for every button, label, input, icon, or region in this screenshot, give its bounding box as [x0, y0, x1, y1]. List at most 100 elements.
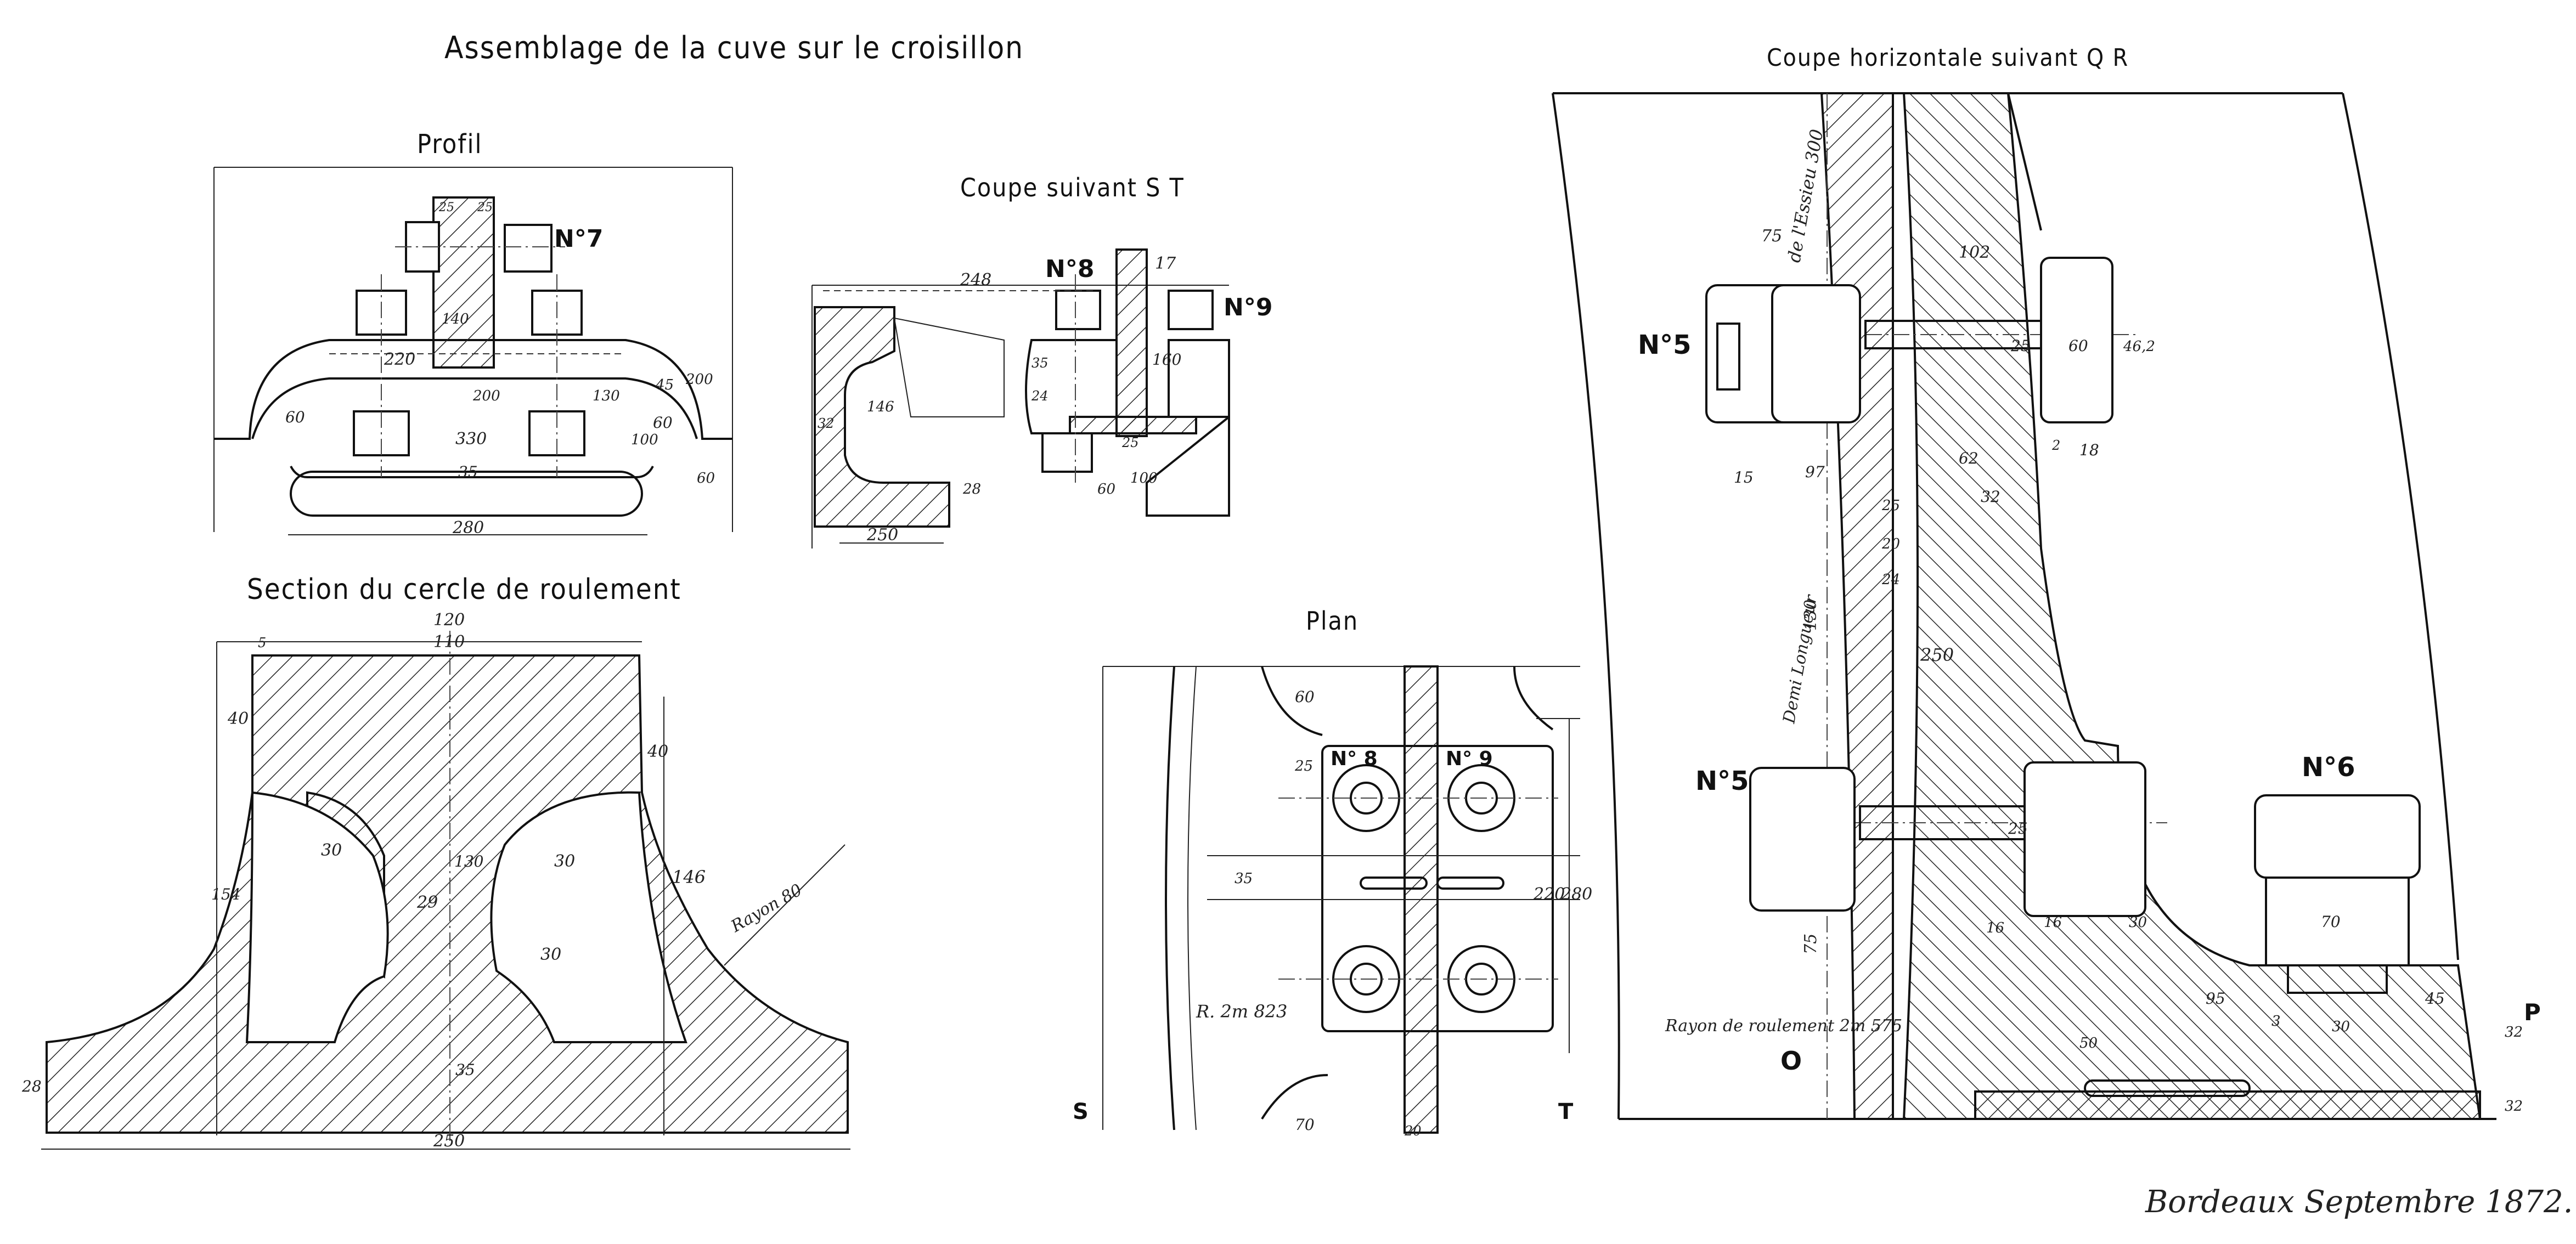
- main-title: Assemblage de la cuve sur le croisillon: [444, 30, 1024, 66]
- qr-dim: 32: [2505, 1098, 2523, 1115]
- qr-rolling-radius-label: Rayon de roulement 2m 575: [1665, 1016, 1902, 1036]
- qr-dim: 45: [2425, 989, 2445, 1008]
- qr-dim: 50: [2079, 1035, 2098, 1051]
- qr-dim: 75: [1761, 227, 1782, 246]
- plan-dim: 70: [1295, 1116, 1315, 1134]
- coupe-st-dim: 28: [962, 481, 981, 497]
- qr-dim: 3: [2271, 1013, 2281, 1030]
- coupe-qr-title: Coupe horizontale suivant Q R: [1767, 44, 2129, 72]
- coupe-st-dim: 24: [1031, 388, 1049, 404]
- profil-dim: 25: [438, 201, 454, 214]
- profil-title: Profil: [417, 129, 483, 160]
- qr-dim: 70: [2321, 913, 2341, 931]
- qr-dim: 250: [1920, 644, 1954, 665]
- section-dim: 120: [433, 610, 465, 630]
- qr-bolt-n5-lower: [1749, 761, 2146, 917]
- qr-dim: 75: [1801, 934, 1820, 954]
- coupe-st-dim: 17: [1155, 254, 1176, 273]
- coupe-st-bolt-n9: [1168, 290, 1214, 330]
- plan-radius-label: R. 2m 823: [1196, 1001, 1287, 1022]
- profil-dim: 140: [442, 311, 469, 327]
- profil-bolt-right: [528, 274, 585, 477]
- section-radius-label: Rayon 80: [728, 880, 805, 936]
- profil-dim: 130: [593, 388, 620, 404]
- part-n8: N°8: [1045, 255, 1094, 283]
- qr-dim: 46,2: [2123, 338, 2155, 355]
- qr-dim: 32: [2505, 1024, 2523, 1041]
- rail-section-view: 120 110 5 40 40 30 30 30 29 130 154 146 …: [21, 610, 850, 1151]
- rail-profile: [46, 654, 849, 1134]
- part-n5-upper: N°5: [1638, 330, 1692, 360]
- profil-dim: 60: [697, 470, 715, 487]
- qr-dim: 16: [2044, 914, 2062, 931]
- section-dim: 40: [227, 709, 249, 728]
- qr-side-label: de l'Essieu 300: [1783, 128, 1827, 264]
- section-dim: 250: [433, 1132, 465, 1151]
- profil-dim: 220: [384, 350, 415, 369]
- coupe-st-dim: 32: [818, 416, 835, 431]
- section-dim: 154: [211, 885, 240, 903]
- qr-dim: 16: [1986, 920, 2004, 936]
- coupe-st-dim: 25: [1121, 435, 1139, 450]
- signature: Bordeaux Septembre 1872.: [2145, 1184, 2573, 1220]
- qr-dim: 2: [2051, 438, 2060, 453]
- coupe-st-dim: 248: [960, 270, 991, 290]
- profil-dim: 45: [655, 377, 674, 393]
- coupe-st-view: N°8 N°9 248 17 160 146 32 28 24 35 25 60…: [811, 248, 1272, 549]
- plan-part-n9: N° 9: [1446, 748, 1493, 770]
- part-n6: N°6: [2302, 752, 2355, 783]
- plan-dim: 20: [1404, 1123, 1422, 1139]
- coupe-st-dim: 250: [866, 525, 898, 545]
- section-dim: 30: [554, 852, 575, 871]
- qr-dim: 25: [1881, 497, 1900, 514]
- plan-dim: 25: [1294, 758, 1313, 774]
- section-dim: 28: [21, 1077, 42, 1095]
- qr-dim: 25: [2008, 819, 2028, 838]
- plan-view: N° 8 N° 9 S T 60 25 35 220 280 R. 2m 823…: [1073, 665, 1592, 1139]
- part-n7: N°7: [554, 225, 603, 253]
- qr-dim: 15: [1734, 468, 1754, 487]
- plan-part-n8: N° 8: [1331, 748, 1378, 770]
- qr-dim: 30: [2332, 1019, 2350, 1035]
- letter-p: P: [2524, 999, 2541, 1026]
- qr-dim: 97: [1805, 463, 1825, 481]
- qr-dim: 24: [1881, 572, 1900, 588]
- qr-dim: 95: [2206, 989, 2225, 1008]
- profil-dim: 60: [285, 408, 305, 426]
- coupe-st-dim: 160: [1152, 350, 1181, 369]
- letter-t: T: [1558, 1099, 1574, 1124]
- section-dim: 146: [672, 867, 706, 887]
- coupe-st-bolt-n8: [1041, 274, 1101, 483]
- profil-dim: 280: [452, 518, 484, 538]
- section-dim: 110: [433, 632, 465, 652]
- plan-dim: 220: [1533, 885, 1565, 904]
- plan-dim: 60: [1295, 688, 1315, 706]
- section-dim: 30: [321, 841, 342, 860]
- part-n9: N°9: [1224, 293, 1272, 321]
- qr-dim: 25: [2010, 337, 2031, 355]
- profil-dim: 200: [685, 371, 713, 388]
- qr-dim: 30: [2129, 914, 2147, 931]
- letter-o: O: [1780, 1046, 1802, 1076]
- profil-bolt-left: [353, 274, 410, 477]
- profil-dim: 25: [477, 201, 493, 214]
- qr-bolt-n5-upper: [1705, 257, 2113, 423]
- coupe-st-dim: 146: [867, 399, 894, 415]
- profil-dim: 330: [455, 429, 487, 449]
- coupe-st-title: Coupe suivant S T: [960, 173, 1185, 202]
- profil-dim: 100: [631, 432, 658, 448]
- profil-view: N°7 25 25 140 220 200 130 330 35 60 60 4…: [213, 167, 733, 538]
- section-dim: 35: [455, 1061, 475, 1079]
- qr-bolt-n6: [2254, 794, 2421, 994]
- profil-bolt-n7: [395, 221, 565, 273]
- qr-dim: 130: [1801, 600, 1820, 631]
- section-title: Section du cercle de roulement: [247, 573, 681, 606]
- letter-s: S: [1073, 1099, 1089, 1124]
- qr-dim: 18: [2079, 441, 2099, 459]
- section-dim: 40: [647, 742, 668, 761]
- qr-dim: 102: [1959, 243, 1990, 262]
- section-dim: 130: [454, 852, 483, 870]
- profil-dim: 35: [458, 463, 478, 481]
